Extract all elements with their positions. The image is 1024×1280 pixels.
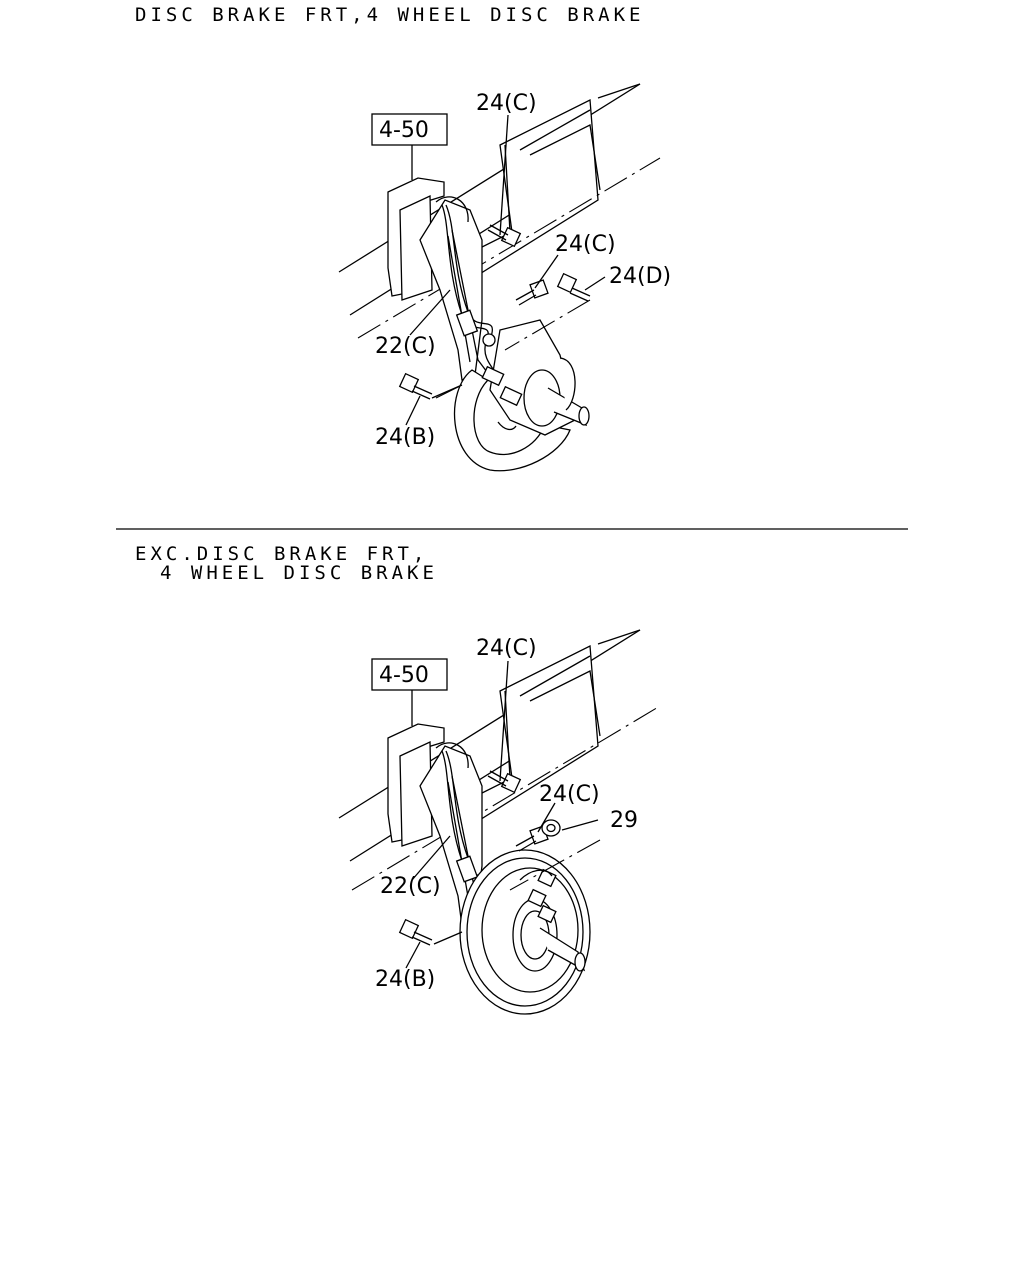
section2-title-line2: 4 WHEEL DISC BRAKE — [160, 562, 438, 584]
bolt-icon — [398, 918, 433, 946]
bolt-icon — [398, 372, 433, 400]
spring-bracket — [387, 145, 445, 301]
bolt-icon — [487, 224, 522, 248]
section2-title-line1: EXC.DISC BRAKE FRT, — [135, 543, 429, 565]
section1-title: DISC BRAKE FRT,4 WHEEL DISC BRAKE — [135, 4, 645, 26]
spring-bracket — [387, 690, 445, 847]
callout-22c: 22(C) — [380, 874, 441, 899]
reference-box — [371, 658, 448, 691]
callout-29: 29 — [610, 808, 638, 833]
reference-box-label: 4-50 — [379, 118, 429, 143]
callout-24b: 24(B) — [375, 425, 435, 450]
bolt-icon — [487, 770, 522, 794]
section1-drawing: 4-50 24(C) 24(C) 24(D) 22(C) 24(B) — [338, 83, 671, 472]
brake-hose — [441, 204, 506, 391]
leader-lines — [405, 114, 606, 426]
callout-24c-top: 24(C) — [476, 91, 537, 116]
callout-24c-mid: 24(C) — [555, 232, 616, 257]
nut-icon — [541, 819, 561, 837]
callout-24c-top: 24(C) — [476, 636, 537, 661]
bolt-icon — [515, 279, 549, 306]
callout-24d: 24(D) — [609, 264, 671, 289]
callout-24b: 24(B) — [375, 967, 435, 992]
callout-22c: 22(C) — [375, 334, 436, 359]
section2-drawing: 4-50 24(C) 24(C) 29 22(C) 24(B) — [338, 629, 661, 1015]
bolt-icon — [556, 272, 591, 302]
brake-drum-illustration — [459, 849, 591, 1015]
leader-lines — [405, 660, 601, 969]
reference-box-label: 4-50 — [379, 663, 429, 688]
disc-brake-illustration — [454, 319, 590, 472]
reference-box — [371, 113, 448, 146]
callout-24c-mid: 24(C) — [539, 782, 600, 807]
